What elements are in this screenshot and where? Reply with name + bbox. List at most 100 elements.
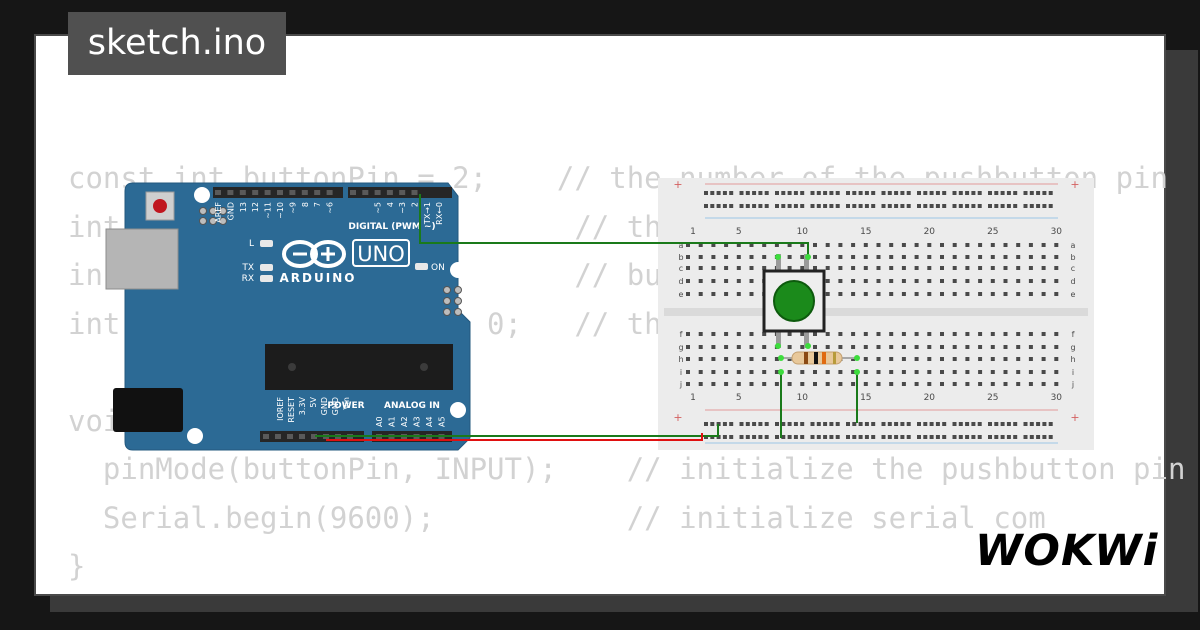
breadboard-hole xyxy=(894,204,899,208)
breadboard-hole xyxy=(929,435,934,439)
reset-button-cap[interactable] xyxy=(153,199,167,213)
power-pin-socket[interactable] xyxy=(275,434,281,439)
breadboard-hole xyxy=(1028,292,1033,296)
breadboard-hole xyxy=(876,279,881,283)
breadboard-hole xyxy=(952,370,957,374)
button-cap[interactable] xyxy=(773,280,815,322)
breadboard-hole xyxy=(816,191,821,195)
digital-pin-socket[interactable] xyxy=(239,190,246,195)
breadboard-hole xyxy=(914,255,919,259)
breadboard-hole xyxy=(965,266,970,270)
breadboard-hole xyxy=(971,191,976,195)
digital-pin-socket[interactable] xyxy=(264,190,271,195)
icsp-header xyxy=(443,286,462,316)
digital-pin-socket[interactable] xyxy=(252,190,259,195)
digital-pin-socket[interactable] xyxy=(386,190,393,195)
digital-pin-socket[interactable] xyxy=(314,190,321,195)
wire-gnd-to-rail[interactable] xyxy=(315,424,719,437)
breadboard-hole xyxy=(711,357,716,361)
pushbutton[interactable] xyxy=(762,254,826,348)
breadboard-hole xyxy=(923,191,928,195)
breadboard-hole xyxy=(952,204,957,208)
breadboard-hole xyxy=(851,370,856,374)
breadboard-hole xyxy=(1013,435,1018,439)
breadboard-hole xyxy=(829,422,834,426)
breadboard-hole xyxy=(977,435,982,439)
breadboard-hole xyxy=(990,345,995,349)
breadboard-hole xyxy=(1054,345,1059,349)
breadboard-hole xyxy=(724,370,729,374)
breadboard-hole xyxy=(711,370,716,374)
digital-pin-socket[interactable] xyxy=(289,190,296,195)
wires[interactable] xyxy=(315,194,858,441)
digital-pin-socket[interactable] xyxy=(301,190,308,195)
breadboard-hole xyxy=(1041,279,1046,283)
breadboard-hole xyxy=(722,191,727,195)
digital-pin-socket[interactable] xyxy=(277,190,283,195)
breadboard-hole xyxy=(1006,435,1011,439)
breadboard-hole xyxy=(835,422,840,426)
power-pin-socket[interactable] xyxy=(299,434,305,439)
breadboard-hole xyxy=(863,243,868,247)
digital-pin-sockets[interactable] xyxy=(215,190,418,195)
digital-pin-socket[interactable] xyxy=(374,190,381,195)
breadboard-hole xyxy=(940,243,944,247)
breadboard-hole xyxy=(762,266,767,270)
icsp-pin xyxy=(443,286,451,294)
breadboard-hole xyxy=(858,191,863,195)
digital-pin-socket[interactable] xyxy=(326,190,333,195)
breadboard-hole xyxy=(940,279,944,283)
breadboard-hole xyxy=(752,191,757,195)
digital-pin-socket[interactable] xyxy=(411,190,418,195)
breadboard-hole xyxy=(906,435,911,439)
led-on xyxy=(415,263,428,270)
breadboard-hole xyxy=(724,255,729,259)
breadboard-hole xyxy=(724,243,729,247)
breadboard-hole xyxy=(1016,332,1021,336)
breadboard-hole xyxy=(838,332,843,336)
connection-point xyxy=(854,355,860,361)
wire-5v-to-rail[interactable] xyxy=(326,433,703,441)
breadboard-hole xyxy=(704,422,708,426)
breadboard-row-letter: i xyxy=(680,368,682,377)
icsp-pin xyxy=(454,286,462,294)
breadboard-hole xyxy=(914,332,919,336)
power-pin-socket[interactable] xyxy=(287,434,293,439)
breadboard-hole xyxy=(914,357,919,361)
breadboard-hole xyxy=(958,422,963,426)
digital-pin-socket[interactable] xyxy=(227,190,234,195)
breadboard-hole xyxy=(793,191,798,195)
breadboard-hole xyxy=(927,370,932,374)
power-pin-socket[interactable] xyxy=(263,434,269,439)
breadboard-hole xyxy=(749,357,754,361)
breadboard-hole xyxy=(927,266,932,270)
breadboard-hole xyxy=(781,204,786,208)
breadboard-hole xyxy=(823,422,828,426)
digital-pin-socket[interactable] xyxy=(215,190,221,195)
breadboard-hole xyxy=(825,266,830,270)
power-header-label: POWER xyxy=(327,401,364,411)
breadboard-hole xyxy=(977,191,982,195)
breadboard-hole xyxy=(1054,279,1059,283)
breadboard-hole xyxy=(935,422,940,426)
breadboard-hole xyxy=(793,435,798,439)
breadboard-hole xyxy=(787,345,792,349)
breadboard-column-number: 5 xyxy=(736,393,742,403)
wire-pin2-to-button[interactable] xyxy=(419,194,809,257)
digital-pin-socket[interactable] xyxy=(362,190,369,195)
breadboard-hole xyxy=(1006,204,1011,208)
led-rx xyxy=(260,275,273,282)
digital-pin-socket[interactable] xyxy=(399,190,406,195)
power-pin-socket[interactable] xyxy=(311,434,317,439)
digital-pin-socket[interactable] xyxy=(350,190,356,195)
breadboard-holes xyxy=(686,191,1059,439)
breadboard-hole xyxy=(901,266,906,270)
breadboard-hole xyxy=(1023,435,1028,439)
file-title-tab[interactable]: sketch.ino xyxy=(68,12,286,75)
breadboard-hole xyxy=(871,204,876,208)
breadboard-hole xyxy=(889,255,894,259)
breadboard-hole xyxy=(1042,191,1047,195)
